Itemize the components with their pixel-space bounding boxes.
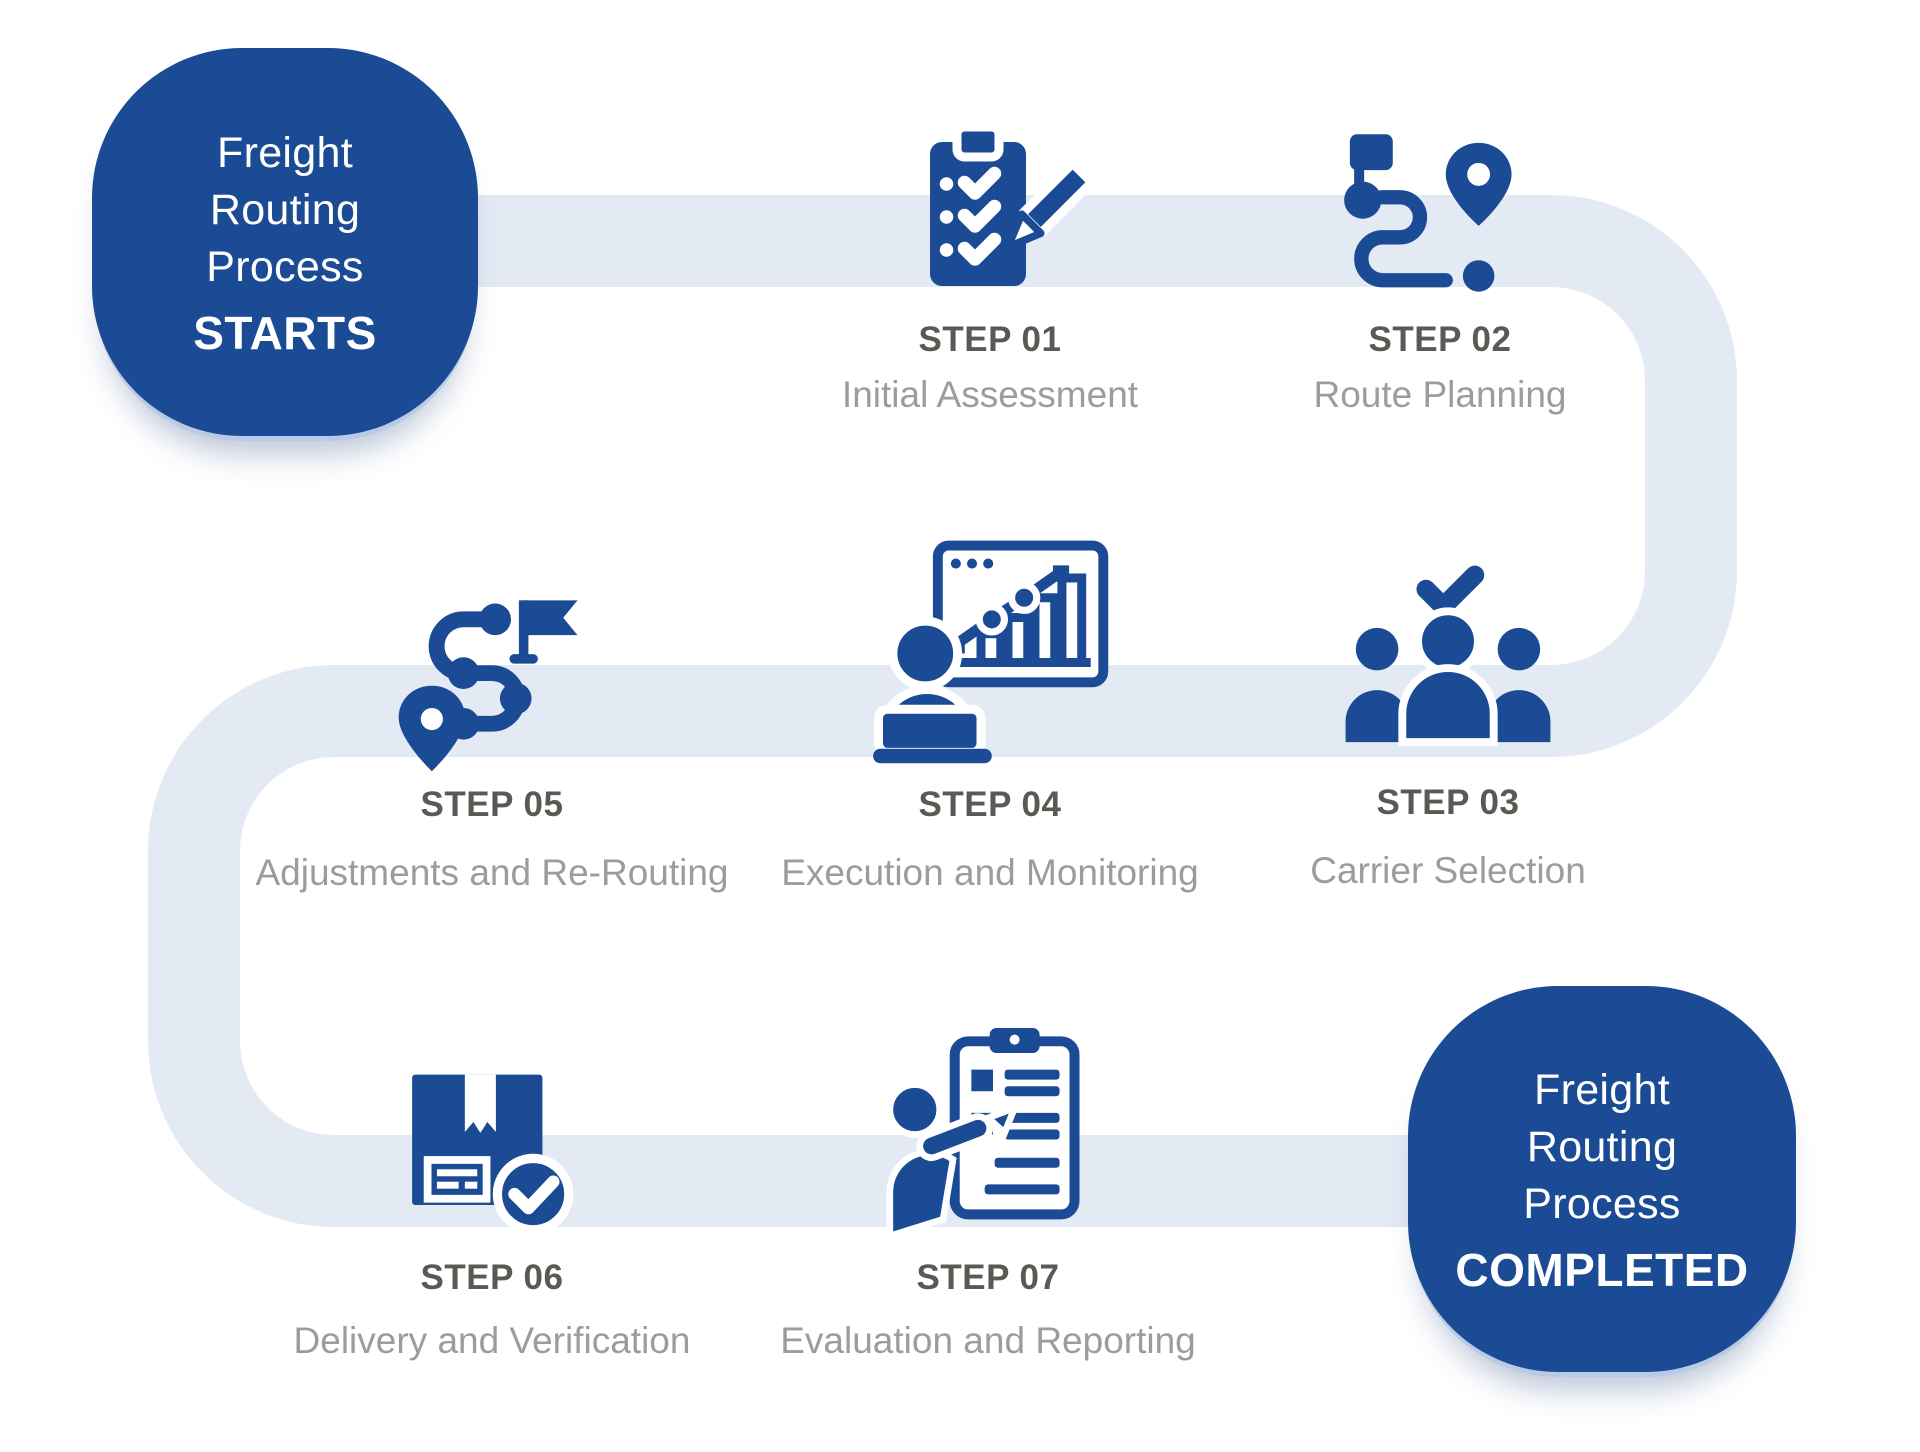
package-verified-icon	[412, 1074, 574, 1235]
step-05: STEP 05 Adjustments and Re-Routing	[182, 594, 802, 896]
report-review-clipboard-icon	[886, 1028, 1080, 1241]
step-title: Carrier Selection	[1310, 850, 1586, 891]
step-04: STEP 04 Execution and Monitoring	[680, 540, 1300, 896]
step-title: Delivery and Verification	[293, 1320, 691, 1361]
end-badge-title-line: Freight	[1534, 1065, 1670, 1114]
step-03: STEP 03 Carrier Selection	[1138, 562, 1758, 894]
step-label: STEP 01	[918, 320, 1062, 359]
end-badge-title-line: Routing	[1526, 1122, 1678, 1171]
end-badge-status: COMPLETED	[1455, 1243, 1749, 1296]
team-selection-check-icon	[1345, 565, 1551, 747]
start-badge: Freight Routing Process STARTS	[92, 48, 478, 436]
step-06: STEP 06 Delivery and Verification	[182, 1070, 802, 1364]
start-badge-status: STARTS	[193, 306, 377, 359]
step-02: STEP 02 Route Planning	[1130, 134, 1750, 418]
reroute-flag-pin-icon	[398, 600, 578, 772]
start-badge-title-line: Freight	[217, 128, 353, 177]
step-label: STEP 02	[1368, 320, 1512, 359]
step-label: STEP 03	[1376, 783, 1520, 822]
step-title: Evaluation and Reporting	[780, 1320, 1196, 1361]
step-title: Execution and Monitoring	[781, 852, 1199, 893]
step-label: STEP 04	[918, 785, 1062, 824]
analyst-dashboard-icon	[873, 540, 1109, 764]
step-07: STEP 07 Evaluation and Reporting	[678, 1028, 1298, 1364]
route-destination-pin-icon	[1344, 134, 1512, 292]
step-label: STEP 06	[420, 1258, 564, 1297]
step-label: STEP 05	[420, 785, 564, 824]
start-badge-title-line: Process	[206, 242, 364, 291]
clipboard-checklist-pencil-icon	[930, 122, 1095, 286]
start-badge-title-line: Routing	[209, 185, 361, 234]
end-badge-title-line: Process	[1523, 1179, 1681, 1228]
step-01: STEP 01 Initial Assessment	[680, 122, 1300, 418]
step-title: Adjustments and Re-Routing	[255, 852, 729, 893]
step-title: Initial Assessment	[841, 374, 1139, 415]
step-label: STEP 07	[916, 1258, 1060, 1297]
step-title: Route Planning	[1313, 374, 1567, 415]
end-badge: Freight Routing Process COMPLETED	[1408, 986, 1796, 1372]
